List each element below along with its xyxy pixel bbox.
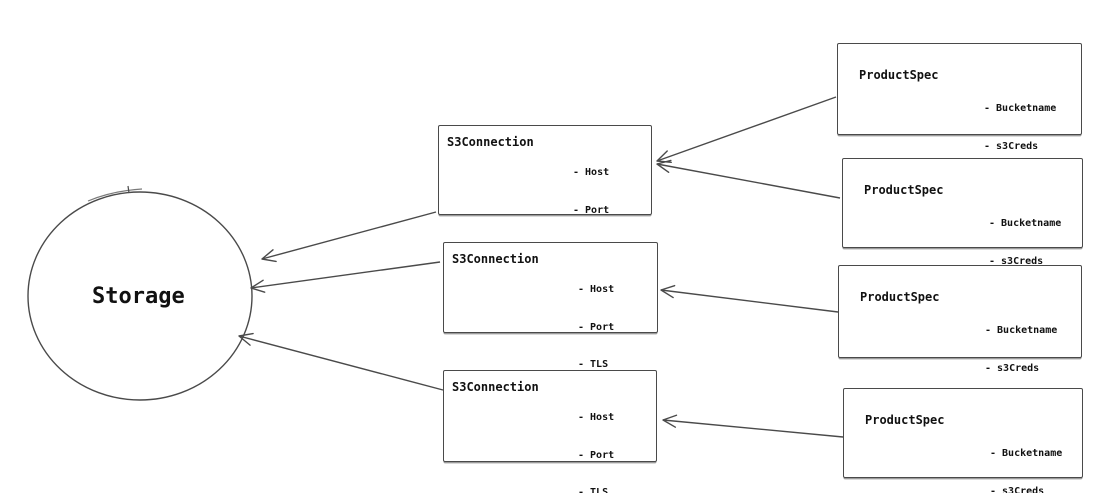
productspec-3-attr-bucketname: - Bucketname xyxy=(985,325,1058,336)
productspec-3-title: ProductSpec xyxy=(860,290,940,304)
s3connection-3-attr-host: - Host xyxy=(578,412,615,423)
productspec-4-title: ProductSpec xyxy=(865,413,945,427)
productspec-1-attrs: - Bucketname - s3Creds xyxy=(984,78,1056,178)
arrow-s3connection3-to-storage xyxy=(238,332,444,391)
productspec-3-attr-s3creds: - s3Creds xyxy=(985,362,1040,374)
storage-node-label: Storage xyxy=(92,284,185,309)
productspec-2-title: ProductSpec xyxy=(864,183,944,197)
productspec-1-attr-bucketname: - Bucketname xyxy=(984,103,1057,114)
s3connection-2-attr-port: - Port xyxy=(578,321,615,333)
productspec-2-attr-bucketname: - Bucketname xyxy=(989,218,1062,229)
s3connection-2-attr-host: - Host xyxy=(578,284,615,295)
productspec-2-attrs: - Bucketname - s3Creds xyxy=(989,193,1061,293)
s3connection-node-3: S3Connection - Host - Port - TLS xyxy=(443,370,657,493)
s3connection-1-attr-host: - Host xyxy=(573,167,610,178)
s3connection-3-attr-tls: - TLS xyxy=(578,487,609,493)
arrow-productspec3-to-s3connection2 xyxy=(660,284,839,313)
productspec-2-attr-s3creds: - s3Creds xyxy=(989,255,1044,267)
productspec-3-attrs: - Bucketname - s3Creds xyxy=(985,300,1057,400)
s3connection-2-attrs: - Host - Port - TLS xyxy=(578,259,614,397)
s3connection-3-attrs: - Host - Port - TLS xyxy=(578,387,614,493)
s3connection-2-title: S3Connection xyxy=(452,252,539,266)
s3connection-2-attr-tls: - TLS xyxy=(578,359,609,370)
arrow-s3connection2-to-storage xyxy=(250,261,441,293)
productspec-1-title: ProductSpec xyxy=(859,68,939,82)
s3connection-node-1: S3Connection - Host - Port - TLS xyxy=(438,125,652,253)
productspec-4-attr-bucketname: - Bucketname xyxy=(990,448,1063,459)
productspec-node-1: ProductSpec - Bucketname - s3Creds xyxy=(837,43,1082,152)
arrow-s3connection1-to-storage xyxy=(261,211,437,263)
s3connection-node-2: S3Connection - Host - Port - TLS xyxy=(443,242,658,370)
productspec-node-2: ProductSpec - Bucketname - s3Creds xyxy=(842,158,1083,267)
s3connection-1-title: S3Connection xyxy=(447,135,534,149)
arrow-productspec2-to-s3connection1 xyxy=(656,159,841,199)
productspec-node-4: ProductSpec - Bucketname - s3Creds xyxy=(843,388,1083,493)
s3connection-3-title: S3Connection xyxy=(452,380,539,394)
storage-circle-sketch-stroke xyxy=(87,188,143,202)
arrow-productspec4-to-s3connection3 xyxy=(662,414,844,438)
productspec-1-attr-s3creds: - s3Creds xyxy=(984,140,1039,152)
arrow-productspec1-to-s3connection1 xyxy=(656,96,837,163)
storage-circle-sketch-tick xyxy=(127,185,130,194)
productspec-4-attrs: - Bucketname - s3Creds xyxy=(990,423,1062,493)
productspec-4-attr-s3creds: - s3Creds xyxy=(990,485,1045,493)
s3connection-1-attr-port: - Port xyxy=(573,204,610,216)
productspec-node-3: ProductSpec - Bucketname - s3Creds xyxy=(838,265,1082,374)
s3connection-3-attr-port: - Port xyxy=(578,449,615,461)
